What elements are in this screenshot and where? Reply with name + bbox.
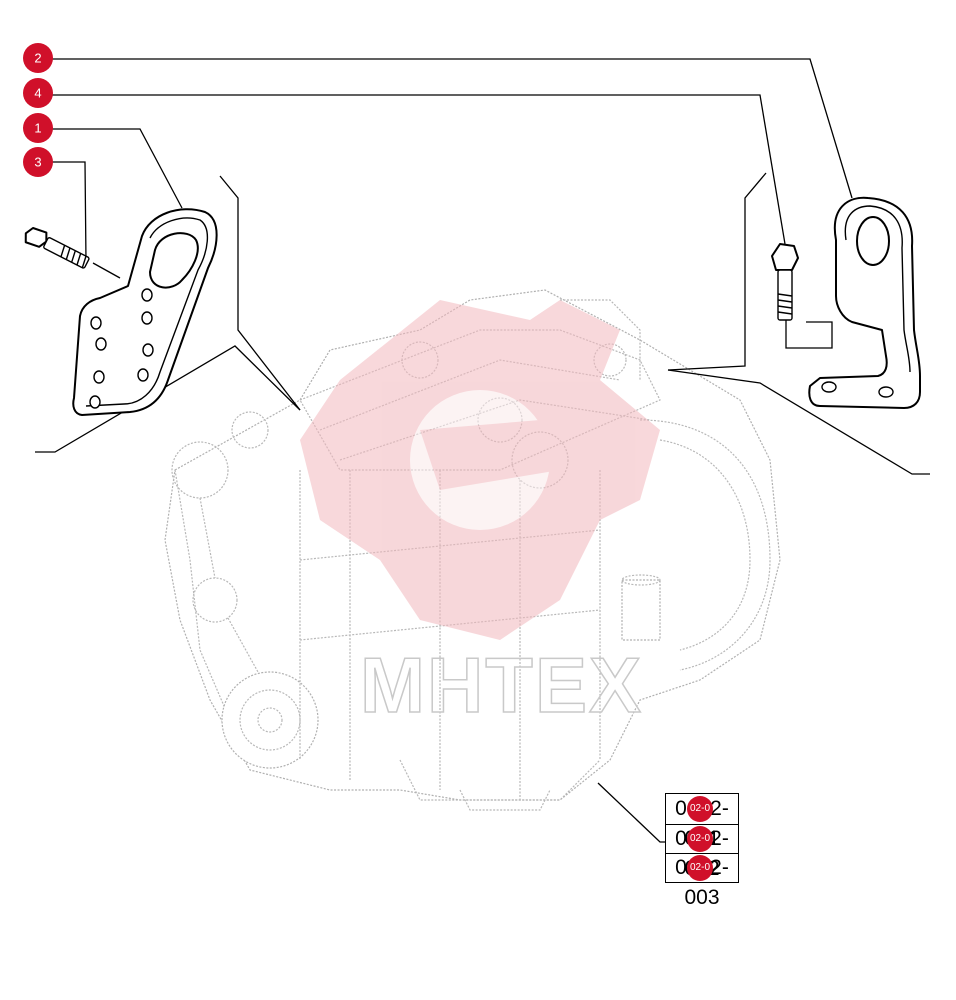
part-2-right-bracket[interactable] <box>808 196 921 409</box>
watermark-logo <box>300 300 660 640</box>
reference-code-row[interactable]: 0002-003 02-0 <box>666 853 738 909</box>
callout-2[interactable]: 2 <box>23 43 53 73</box>
callout-3-label: 3 <box>34 155 41 170</box>
callout-1-label: 1 <box>34 121 41 136</box>
part-3-bolt[interactable] <box>22 224 91 271</box>
reference-badge[interactable]: 02-0 <box>687 855 713 881</box>
part-4-bolt[interactable] <box>771 243 799 321</box>
callout-2-label: 2 <box>34 51 41 66</box>
watermark-text: MHTEX <box>360 641 643 729</box>
callout-1[interactable]: 1 <box>23 113 53 143</box>
reference-code-row[interactable]: 0002-001 02-0 <box>666 794 738 850</box>
reference-badge[interactable]: 02-0 <box>687 826 713 852</box>
callout-3[interactable]: 3 <box>23 147 53 177</box>
part-1-left-bracket[interactable] <box>72 208 218 416</box>
callout-4[interactable]: 4 <box>23 78 53 108</box>
reference-code-row[interactable]: 0002-002 02-0 <box>666 824 738 880</box>
callout-4-label: 4 <box>34 86 41 101</box>
reference-code-table: 0002-001 02-0 0002-002 02-0 0002-003 02-… <box>665 793 739 909</box>
reference-badge[interactable]: 02-0 <box>687 796 713 822</box>
